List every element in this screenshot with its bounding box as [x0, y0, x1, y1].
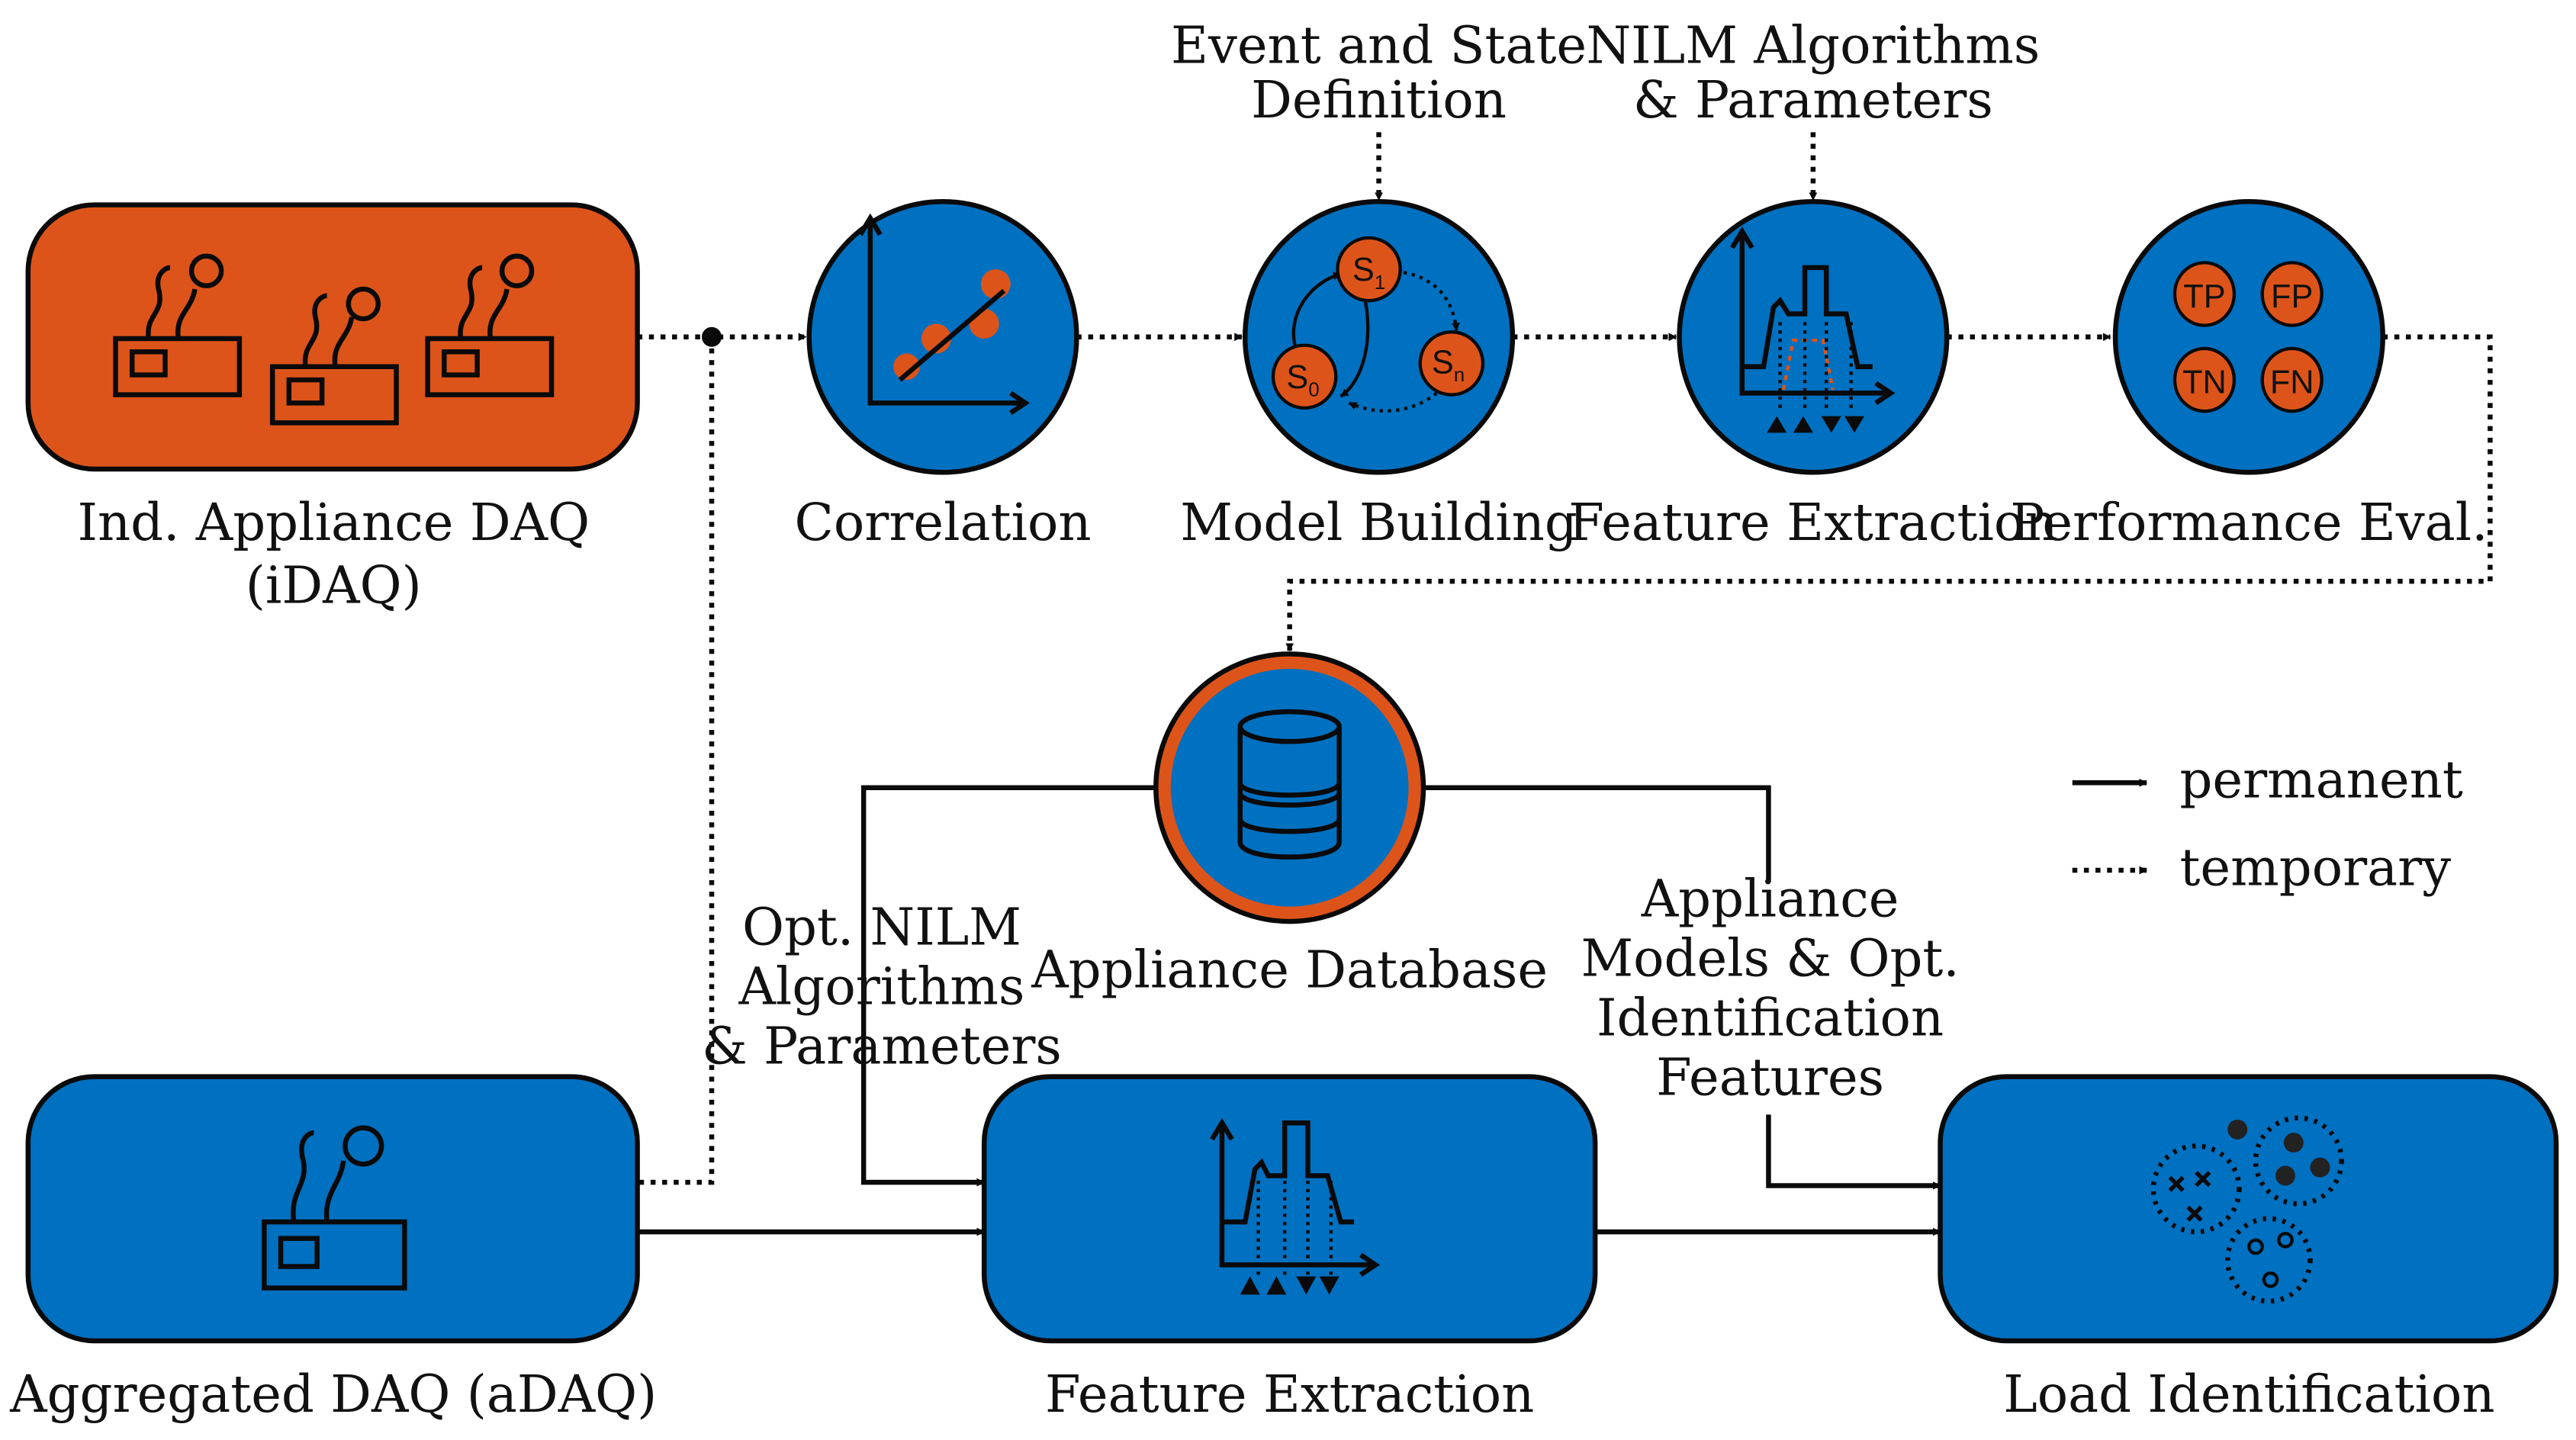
metric-tp: TP	[2183, 278, 2225, 315]
idaq-label: Ind. Appliance DAQ	[77, 493, 590, 552]
appliance-icon	[425, 253, 555, 397]
database-node	[1153, 651, 1426, 924]
load-identification-node	[1938, 1074, 2559, 1344]
appliance-models-label-line2: Models & Opt.	[1581, 929, 1959, 988]
clusters-icon	[2150, 1115, 2344, 1304]
state-s0: S0	[1286, 359, 1319, 401]
arrow-eval-to-database	[1285, 334, 2493, 652]
correlation-label: Correlation	[795, 493, 1092, 552]
database-icon	[1237, 709, 1342, 860]
arrow-database-to-feature-bottom	[860, 785, 1156, 1187]
confusion-matrix-icon: TP FP TN FN	[2172, 261, 2324, 413]
legend-temporary-label: temporary	[2179, 837, 2451, 897]
model-building-node: S1 S0 Sn	[1242, 199, 1516, 475]
load-identification-label: Load Identification	[2003, 1364, 2494, 1424]
metric-fn: FN	[2270, 364, 2314, 400]
metric-fp: FP	[2271, 278, 2313, 315]
scatter-plot-icon	[858, 213, 1031, 416]
event-markers-icon	[1767, 416, 1864, 433]
idaq-node	[25, 202, 640, 472]
nilm-params-label-line2: & Parameters	[1633, 70, 1993, 130]
state-machine-icon: S1 S0 Sn	[1271, 236, 1485, 413]
state-s1: S1	[1352, 252, 1385, 294]
feature-extraction-bottom-node	[981, 1074, 1598, 1344]
event-state-label-line1: Event and State	[1171, 15, 1587, 75]
arrow-adaq-to-junction	[637, 336, 715, 1185]
nilm-params-label-line1: NILM Algorithms	[1586, 15, 2040, 75]
adaq-node	[25, 1074, 640, 1344]
appliance-models-label-line3: Identification	[1597, 988, 1944, 1047]
legend: permanent temporary	[2072, 751, 2463, 897]
idaq-sublabel: (iDAQ)	[246, 555, 422, 615]
opt-nilm-label-line1: Opt. NILM	[742, 897, 1021, 956]
database-label: Appliance Database	[1031, 940, 1548, 1000]
event-markers-icon	[1240, 1276, 1339, 1295]
signal-events-icon	[1730, 226, 1896, 410]
appliance-icon	[113, 253, 243, 397]
performance-eval-node: TP FP TN FN	[2112, 199, 2385, 475]
line-database-to-models	[1423, 785, 1771, 882]
feature-extraction-bottom-label: Feature Extraction	[1045, 1364, 1534, 1424]
appliance-icon	[269, 286, 399, 426]
metric-tn: TN	[2182, 364, 2227, 400]
correlation-node	[806, 199, 1079, 475]
opt-nilm-label-line2: Algorithms	[738, 956, 1024, 1016]
event-state-label-line2: Definition	[1251, 70, 1507, 130]
appliance-icon	[262, 1125, 407, 1291]
performance-eval-label: Performance Eval.	[2010, 493, 2488, 552]
appliance-models-label-line4: Features	[1656, 1047, 1884, 1107]
legend-permanent-label: permanent	[2179, 751, 2462, 810]
state-sn: Sn	[1432, 344, 1465, 386]
feature-extraction-top-label: Feature Extraction	[1568, 493, 2057, 552]
adaq-label: Aggregated DAQ (aDAQ)	[9, 1364, 657, 1424]
signal-events-icon	[1210, 1117, 1381, 1280]
opt-nilm-label-line3: & Parameters	[702, 1016, 1062, 1075]
feature-extraction-top-node	[1677, 199, 1950, 475]
model-building-label: Model Building	[1180, 493, 1577, 552]
arrow-models-to-load-id	[1766, 1114, 1941, 1190]
appliance-models-label-line1: Appliance	[1641, 869, 1899, 929]
